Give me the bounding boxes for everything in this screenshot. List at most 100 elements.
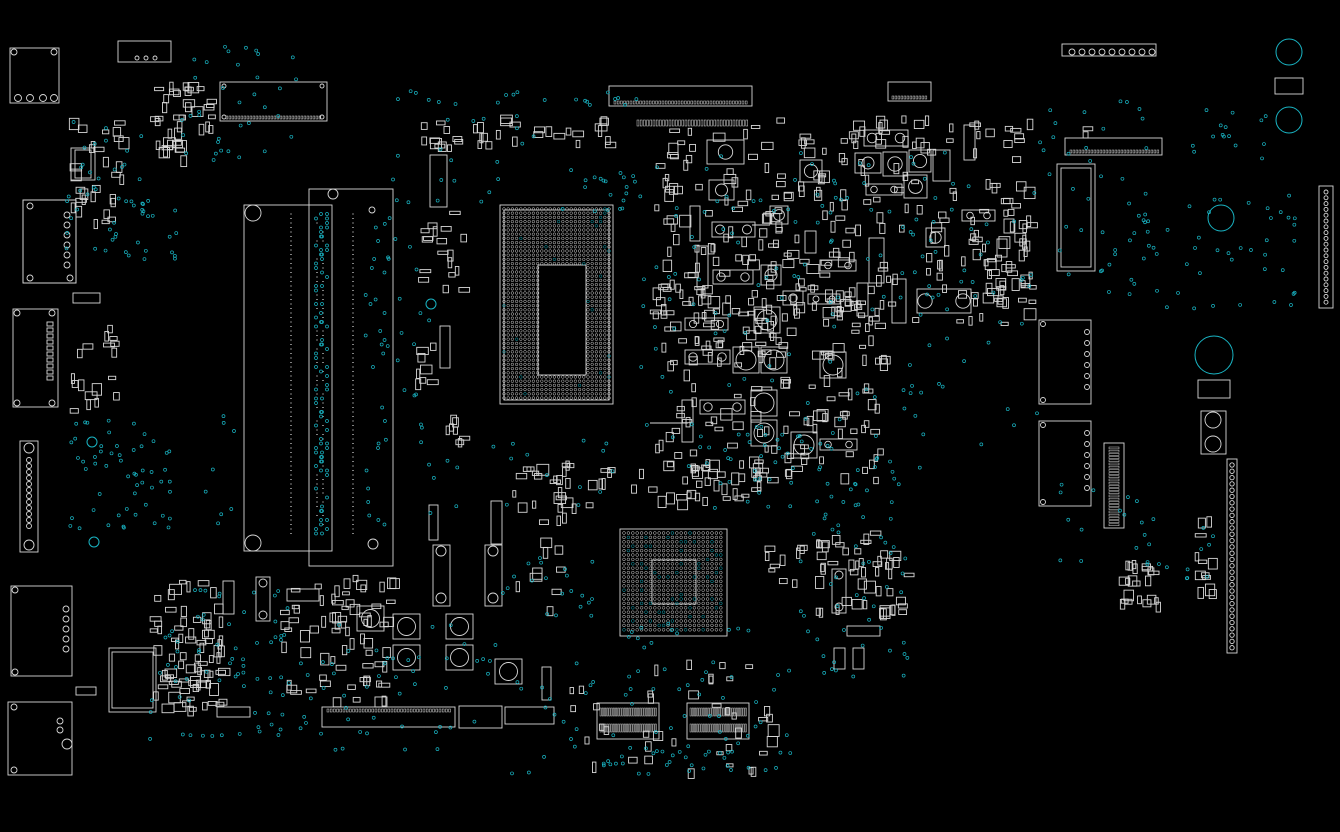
bga-ball xyxy=(519,262,523,266)
test-point xyxy=(319,518,323,522)
bga-ball xyxy=(510,388,514,392)
smd-component xyxy=(185,102,192,113)
bga-ball xyxy=(631,535,635,540)
test-point xyxy=(434,730,438,734)
smd-component xyxy=(996,286,1007,291)
test-point xyxy=(727,313,732,318)
bga-ball xyxy=(701,535,705,540)
test-point xyxy=(387,216,392,220)
test-point xyxy=(1292,238,1297,243)
pin-pad xyxy=(406,708,410,713)
test-point xyxy=(325,468,329,473)
smd-component xyxy=(876,275,882,287)
pin-pad xyxy=(655,119,659,127)
test-point xyxy=(81,459,85,464)
test-point xyxy=(314,401,318,405)
bga-ball xyxy=(710,557,714,562)
mounting-hole xyxy=(1323,189,1329,195)
test-point xyxy=(651,751,656,756)
bga-ball xyxy=(506,350,510,354)
mounting-hole xyxy=(1084,351,1090,357)
bga-ball xyxy=(590,232,594,236)
test-point xyxy=(949,207,954,212)
bga-ball xyxy=(590,388,594,392)
bga-ball xyxy=(661,575,666,579)
bga-ball xyxy=(599,367,603,371)
pin-pad xyxy=(381,708,384,713)
pin-pad xyxy=(46,333,54,339)
bga-ball xyxy=(701,557,705,562)
smd-component xyxy=(803,147,816,159)
bga-ball xyxy=(692,592,697,597)
bga-ball xyxy=(523,396,527,400)
mounting-hole xyxy=(742,224,752,235)
mounting-hole xyxy=(435,592,447,604)
test-point xyxy=(770,378,774,383)
bga-ball xyxy=(519,383,523,387)
mounting-hole xyxy=(1229,519,1235,525)
bga-ball xyxy=(510,346,514,350)
test-point xyxy=(256,52,260,56)
bga-ball xyxy=(653,588,657,592)
pin-pad xyxy=(658,100,661,105)
pin-pad xyxy=(46,345,54,351)
test-point xyxy=(515,114,519,118)
bga-ball xyxy=(607,320,611,324)
pin-pad xyxy=(46,327,54,333)
test-point xyxy=(319,311,323,315)
mounting-hole xyxy=(890,185,898,194)
smd-component xyxy=(191,106,204,117)
bga-ball xyxy=(561,249,565,253)
smd-component xyxy=(759,750,768,756)
bga-ball xyxy=(502,354,506,358)
pin-pad xyxy=(246,115,250,120)
bga-ball xyxy=(506,358,510,362)
test-point xyxy=(314,266,318,270)
test-point xyxy=(605,208,610,212)
smd-component xyxy=(631,484,637,494)
smd-component xyxy=(215,669,227,675)
bga-ball xyxy=(506,312,510,316)
mounting-hole xyxy=(23,539,35,551)
mounting-hole-cyan xyxy=(88,536,100,548)
test-point xyxy=(1289,303,1293,307)
bga-ball xyxy=(510,232,514,236)
smd-component xyxy=(1022,223,1027,233)
top-right-small-ic xyxy=(1274,77,1304,95)
bga-ball xyxy=(531,253,535,257)
bga-ball xyxy=(573,375,577,379)
bga-ball xyxy=(510,220,514,224)
smd-component xyxy=(157,684,169,690)
test-point xyxy=(99,444,104,448)
smd-component xyxy=(662,177,668,189)
bga-ball xyxy=(582,392,586,396)
smd-component xyxy=(153,691,159,701)
smd-component xyxy=(926,267,931,276)
test-point xyxy=(167,449,172,454)
bga-ball xyxy=(510,245,514,249)
test-point xyxy=(232,429,236,433)
bga-ball xyxy=(510,354,514,358)
pin-pad xyxy=(1153,149,1157,154)
mounting-hole xyxy=(368,206,376,214)
smd-component xyxy=(902,171,909,181)
mounting-hole xyxy=(62,635,70,643)
smd-component xyxy=(685,154,693,164)
test-point xyxy=(364,468,369,473)
test-point xyxy=(1100,230,1105,235)
sodimm-contact-a xyxy=(596,702,660,740)
smd-component xyxy=(795,283,800,291)
test-point xyxy=(942,150,947,155)
smd-component xyxy=(161,669,168,681)
test-point xyxy=(618,207,622,211)
test-point xyxy=(864,387,869,392)
pin-pad xyxy=(648,707,650,717)
bga-ball xyxy=(603,320,607,324)
mounting-hole xyxy=(487,545,499,557)
test-point xyxy=(201,733,205,738)
bga-ball xyxy=(590,337,594,341)
test-point xyxy=(394,198,399,203)
test-point xyxy=(1249,248,1253,252)
test-point xyxy=(373,225,378,230)
